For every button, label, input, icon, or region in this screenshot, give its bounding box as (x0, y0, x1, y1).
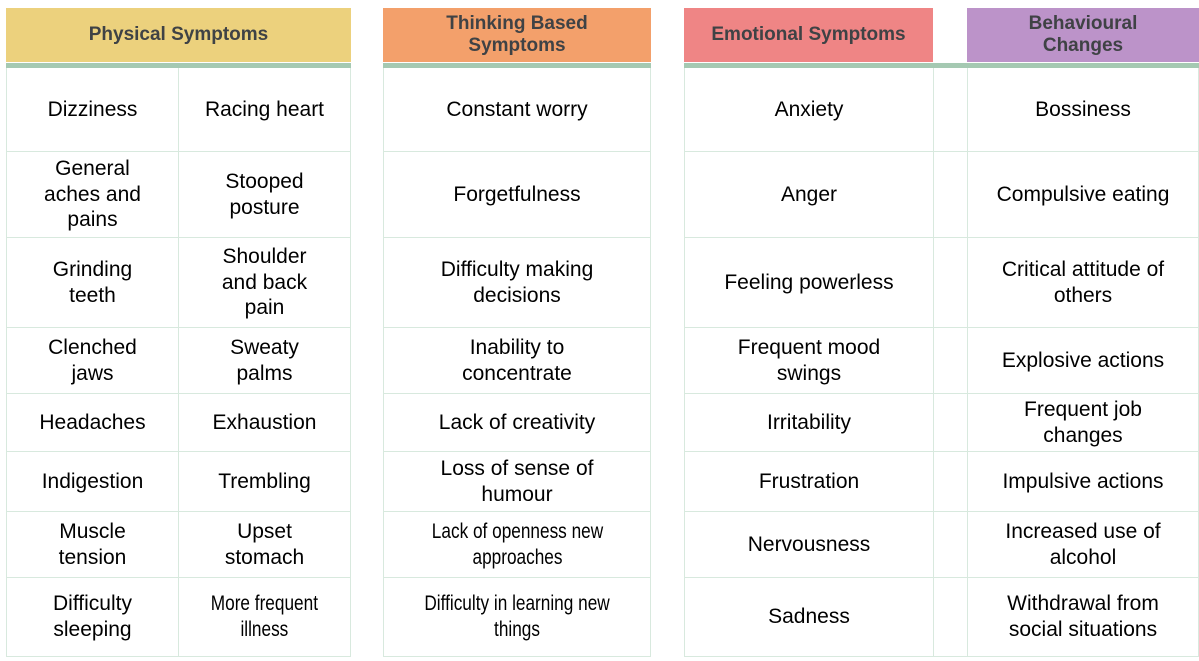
spacer-cell (934, 328, 967, 393)
spacer-cell (934, 394, 967, 451)
table-cell: Explosive actions (968, 328, 1198, 393)
table-cell: Difficulty sleeping (7, 578, 178, 656)
table-cell: Frequent job changes (968, 394, 1198, 451)
table-cell: Bossiness (968, 68, 1198, 151)
emotional-behavioural-header-row: Emotional Symptoms Behavioural Changes (684, 8, 1199, 62)
table-cell: Difficulty making decisions (384, 238, 650, 327)
table-cell: Lack of creativity (384, 394, 650, 451)
emotional-behavioural-table: Emotional Symptoms Behavioural Changes A… (684, 8, 1199, 657)
spacer-cell (934, 152, 967, 237)
thinking-based-symptoms-header: Thinking Based Symptoms (383, 8, 651, 62)
table-cell: Sweaty palms (179, 328, 350, 393)
table-cell: More frequent illness (179, 578, 350, 656)
table-cell: Racing heart (179, 68, 350, 151)
table-cell: Anger (685, 152, 933, 237)
table-cell: Withdrawal from social situations (968, 578, 1198, 656)
table-cell: Inability to concentrate (384, 328, 650, 393)
table-cell: Constant worry (384, 68, 650, 151)
table-cell: Lack of openness new approaches (384, 512, 650, 577)
physical-symptoms-header-row: Physical Symptoms (6, 8, 351, 62)
thinking-based-symptoms-table: Thinking Based Symptoms Constant worry F… (383, 8, 651, 657)
table-cell: Loss of sense of humour (384, 452, 650, 511)
table-cell: Irritability (685, 394, 933, 451)
thinking-based-symptoms-body: Constant worry Forgetfulness Difficulty … (383, 68, 651, 657)
spacer-cell (934, 238, 967, 327)
table-cell: Increased use of alcohol (968, 512, 1198, 577)
table-cell: Sadness (685, 578, 933, 656)
table-cell: Impulsive actions (968, 452, 1198, 511)
header-underline (684, 63, 1199, 68)
table-cell: Headaches (7, 394, 178, 451)
header-underline (383, 63, 651, 68)
table-cell: Stooped posture (179, 152, 350, 237)
table-cell: Indigestion (7, 452, 178, 511)
table-cell: Exhaustion (179, 394, 350, 451)
spacer-cell (934, 68, 967, 151)
table-cell: Nervousness (685, 512, 933, 577)
table-cell: Grinding teeth (7, 238, 178, 327)
table-cell: Muscle tension (7, 512, 178, 577)
table-cell: Upset stomach (179, 512, 350, 577)
behavioural-changes-header: Behavioural Changes (967, 8, 1199, 62)
table-cell: Frequent mood swings (685, 328, 933, 393)
physical-symptoms-table: Physical Symptoms Dizziness Racing heart… (6, 8, 351, 657)
table-cell: Critical attitude of others (968, 238, 1198, 327)
spacer-cell (934, 512, 967, 577)
table-cell: Anxiety (685, 68, 933, 151)
table-cell: Forgetfulness (384, 152, 650, 237)
spacer-cell (934, 578, 967, 656)
spacer-cell (934, 452, 967, 511)
table-cell: Dizziness (7, 68, 178, 151)
table-cell: Compulsive eating (968, 152, 1198, 237)
table-cell: Difficulty in learning new things (384, 578, 650, 656)
thinking-based-symptoms-header-row: Thinking Based Symptoms (383, 8, 651, 62)
header-underline (6, 63, 351, 68)
table-cell: General aches and pains (7, 152, 178, 237)
physical-symptoms-header: Physical Symptoms (6, 8, 351, 62)
table-cell: Trembling (179, 452, 350, 511)
emotional-behavioural-body: Anxiety Bossiness Anger Compulsive eatin… (684, 68, 1199, 657)
physical-symptoms-body: Dizziness Racing heart General aches and… (6, 68, 351, 657)
table-cell: Frustration (685, 452, 933, 511)
table-cell: Clenched jaws (7, 328, 178, 393)
table-cell: Feeling powerless (685, 238, 933, 327)
emotional-symptoms-header: Emotional Symptoms (684, 8, 933, 62)
header-spacer-cell (933, 8, 967, 62)
table-cell: Shoulder and back pain (179, 238, 350, 327)
